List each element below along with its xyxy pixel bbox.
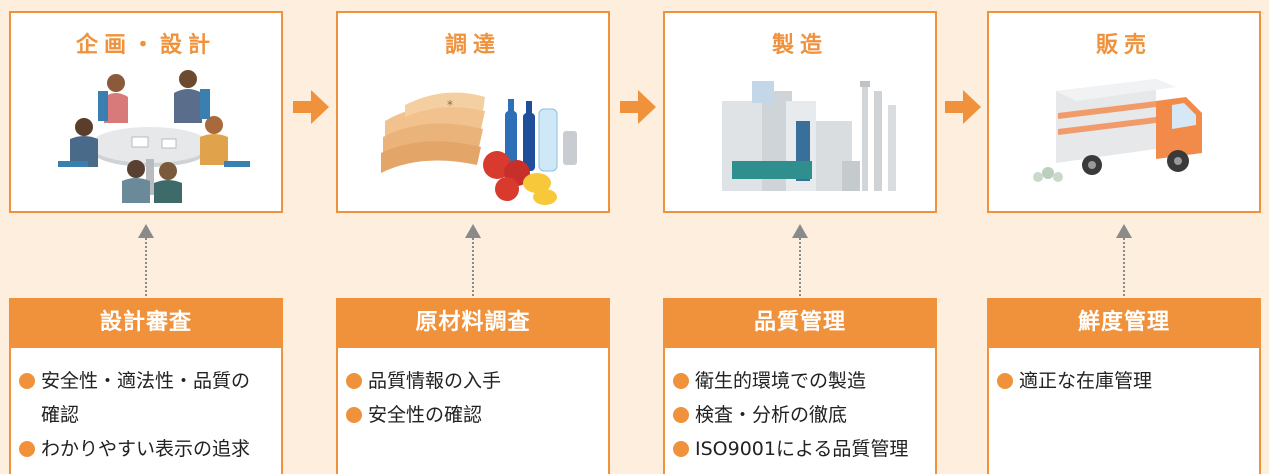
check-item-text: 安全性の確認 xyxy=(368,404,483,426)
up-arrow-icon xyxy=(1116,224,1132,238)
check-material-survey-title: 原材料調査 xyxy=(338,298,608,348)
check-item-text-cont: 確認 xyxy=(41,404,80,426)
check-item: 安全性の確認 xyxy=(344,398,602,432)
flow-arrow-icon xyxy=(293,90,329,124)
check-quality-control-title: 品質管理 xyxy=(665,298,935,348)
check-item: 品質情報の入手 xyxy=(344,364,602,398)
stage-planning-box: 企画・設計 xyxy=(9,11,283,213)
dotted-connector xyxy=(799,238,801,296)
check-freshness-control-title: 鮮度管理 xyxy=(989,298,1259,348)
check-item-text: 適正な在庫管理 xyxy=(1019,370,1153,392)
up-arrow-icon xyxy=(138,224,154,238)
up-arrow-icon xyxy=(792,224,808,238)
ingredients-icon: * xyxy=(381,92,577,205)
check-quality-control: 品質管理 衛生的環境での製造 検査・分析の徹底 ISO9001による品質管理 xyxy=(663,298,937,474)
check-item-text: ISO9001による品質管理 xyxy=(695,438,909,460)
stage-manufacturing-title: 製造 xyxy=(771,33,828,58)
up-arrow-icon xyxy=(465,224,481,238)
check-item-text: わかりやすい表示の追求 xyxy=(41,438,251,460)
check-item: 衛生的環境での製造 xyxy=(671,364,929,398)
stage-sales-title: 販売 xyxy=(1095,33,1152,58)
stage-manufacturing-box: 製造 xyxy=(663,11,937,213)
check-item-text: 品質情報の入手 xyxy=(368,370,502,392)
check-material-survey: 原材料調査 品質情報の入手 安全性の確認 xyxy=(336,298,610,474)
factory-icon xyxy=(722,81,896,191)
meeting-people-icon xyxy=(58,70,250,203)
dotted-connector xyxy=(472,238,474,296)
check-design-review-title: 設計審査 xyxy=(11,298,281,348)
stage-procurement-box: 調達 * xyxy=(336,11,610,213)
check-item-text: 安全性・適法性・品質の xyxy=(41,370,251,392)
flow-arrow-icon xyxy=(620,90,656,124)
check-item-text: 衛生的環境での製造 xyxy=(695,370,867,392)
dotted-connector xyxy=(1123,238,1125,296)
stage-planning-title: 企画・設計 xyxy=(75,33,216,58)
check-item: 検査・分析の徹底 xyxy=(671,398,929,432)
stage-sales-box: 販売 xyxy=(987,11,1261,213)
check-item: わかりやすい表示の追求 xyxy=(17,432,275,466)
check-item: ISO9001による品質管理 xyxy=(671,432,929,466)
flow-arrow-icon xyxy=(945,90,981,124)
check-design-review: 設計審査 安全性・適法性・品質の確認 わかりやすい表示の追求 xyxy=(9,298,283,474)
check-item: 安全性・適法性・品質の確認 xyxy=(17,364,275,432)
svg-text:*: * xyxy=(447,98,453,112)
check-item-text: 検査・分析の徹底 xyxy=(695,404,848,426)
check-item: 適正な在庫管理 xyxy=(995,364,1253,398)
check-freshness-control: 鮮度管理 適正な在庫管理 xyxy=(987,298,1261,474)
dotted-connector xyxy=(145,238,147,296)
delivery-truck-icon xyxy=(1033,79,1202,182)
stage-procurement-title: 調達 xyxy=(444,33,501,58)
